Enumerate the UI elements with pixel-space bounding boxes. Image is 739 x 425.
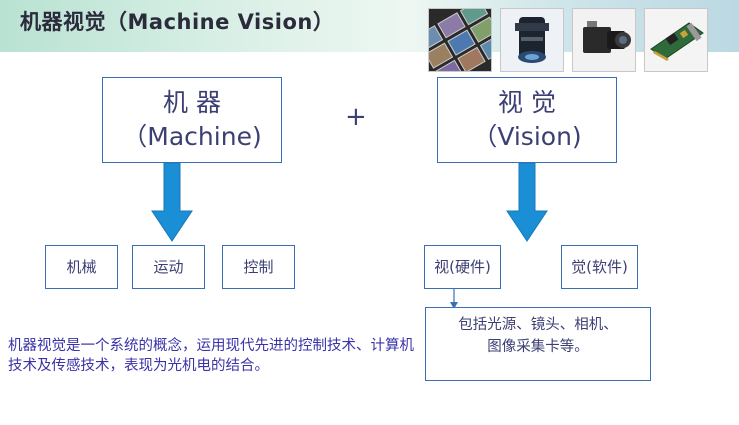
vision-down-arrow-icon [506, 163, 548, 242]
machine-item-motion: 运动 [132, 245, 205, 289]
machine-box: 机 器 （Machine) [102, 77, 282, 163]
hardware-detail-box: 包括光源、镜头、相机、 图像采集卡等。 [425, 307, 651, 381]
hardware-connector-arrow-icon [450, 289, 458, 309]
lens-icon [500, 8, 564, 72]
description-text: 机器视觉是一个系统的概念，运用现代先进的控制技术、计算机技术及传感技术，表现为光… [8, 338, 414, 374]
vision-english-label: （Vision) [472, 122, 582, 151]
frame-grabber-card-icon [644, 8, 708, 72]
plus-sign: + [345, 102, 367, 132]
hardware-detail-line2: 图像采集卡等。 [487, 339, 589, 355]
vision-item-software: 觉(软件) [561, 245, 638, 289]
page-title: 机器视觉（Machine Vision） [20, 10, 335, 34]
machine-label: 机 器 [163, 88, 221, 117]
vision-box: 视 觉 （Vision) [437, 77, 617, 163]
machine-down-arrow-icon [151, 163, 193, 242]
machine-english-label: （Machine) [122, 122, 262, 151]
vision-label: 视 觉 [498, 88, 556, 117]
image-sensor-icon [428, 8, 492, 72]
machine-item-mechanics: 机械 [45, 245, 118, 289]
vision-item-hardware: 视(硬件) [424, 245, 501, 289]
hardware-detail-line1: 包括光源、镜头、相机、 [458, 317, 618, 333]
industrial-camera-icon [572, 8, 636, 72]
machine-item-control: 控制 [222, 245, 295, 289]
